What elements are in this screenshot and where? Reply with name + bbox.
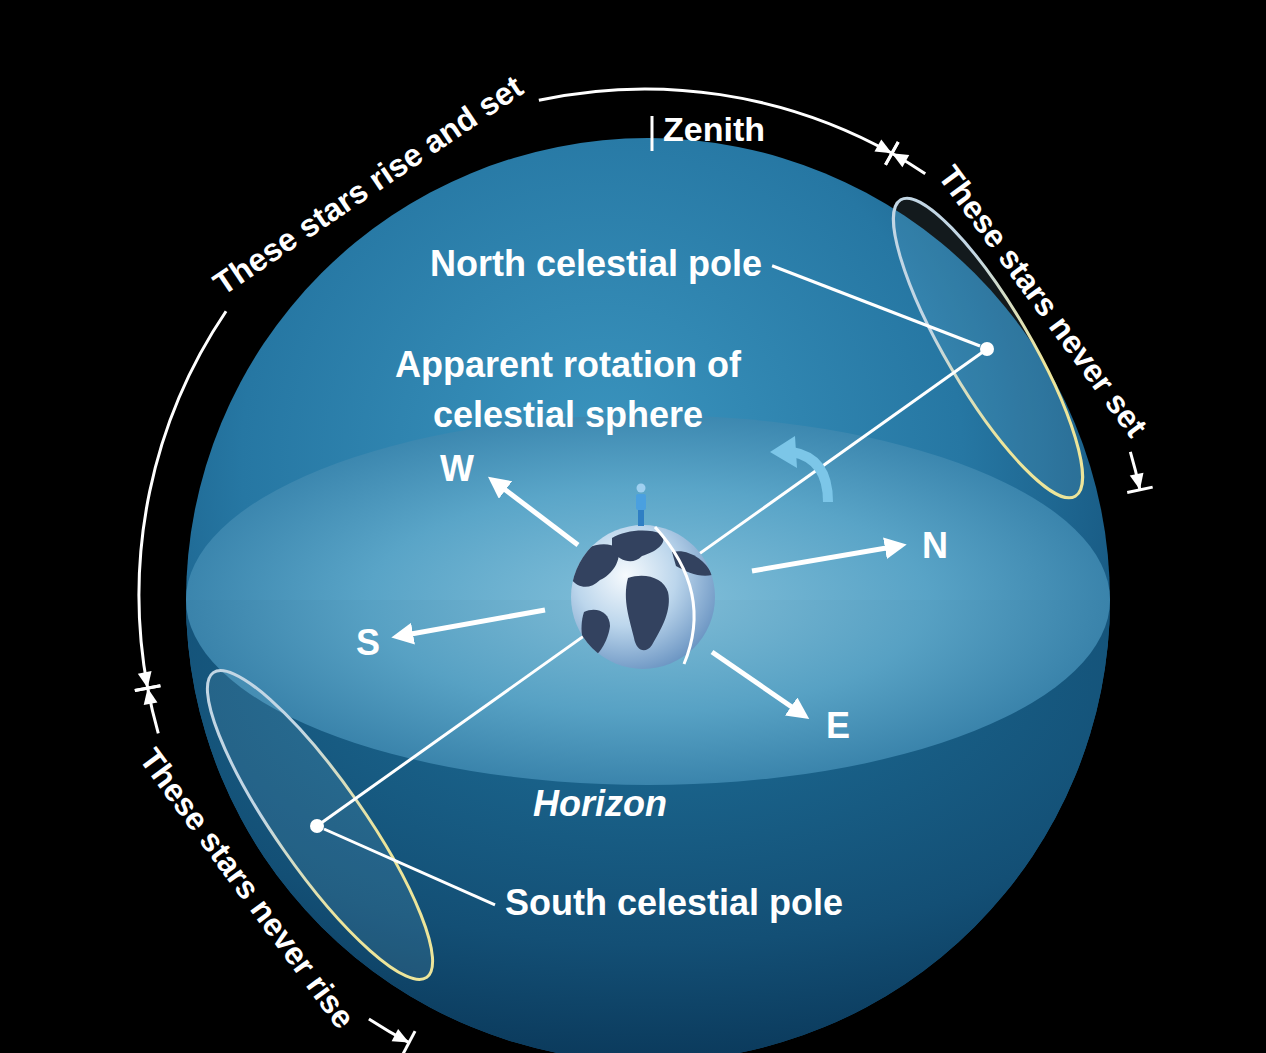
compass-arrow bbox=[712, 652, 802, 714]
bracket-tick bbox=[886, 142, 899, 165]
compass-arrow bbox=[495, 482, 578, 545]
bracket-arrowhead bbox=[874, 139, 891, 153]
rotation-label: Apparent rotation of celestial sphere bbox=[368, 340, 768, 440]
rotation-arrowhead bbox=[770, 436, 797, 468]
bracket-tick bbox=[403, 1031, 415, 1053]
bracket-arrowhead bbox=[144, 688, 158, 705]
bracket-tick bbox=[135, 686, 161, 691]
bracket-arrowhead bbox=[392, 1029, 409, 1043]
bracket-arrowhead bbox=[138, 671, 152, 688]
bracket-arc bbox=[139, 311, 226, 688]
bracket-arrowhead bbox=[892, 153, 909, 167]
direction-label: W bbox=[440, 448, 474, 489]
earth-globe bbox=[571, 525, 715, 669]
pole-label: South celestial pole bbox=[505, 882, 843, 923]
compass-arrow bbox=[752, 546, 898, 571]
pole-label: North celestial pole bbox=[430, 243, 762, 284]
compass-arrow bbox=[400, 610, 545, 636]
direction-label: N bbox=[922, 525, 948, 566]
direction-label: S bbox=[356, 622, 380, 663]
leader-line bbox=[772, 266, 980, 346]
bracket-label: These stars never set bbox=[931, 159, 1155, 444]
rotation-arrow bbox=[792, 452, 828, 502]
pole-dot bbox=[980, 342, 994, 356]
leader-line bbox=[324, 829, 495, 905]
bracket-arc bbox=[369, 1019, 409, 1043]
bracket-tick bbox=[886, 142, 899, 165]
bracket-tick bbox=[135, 686, 161, 691]
pole-dot bbox=[310, 819, 324, 833]
zenith-label: Zenith bbox=[663, 110, 765, 149]
bracket-arrowhead bbox=[1130, 473, 1144, 490]
direction-label: E bbox=[826, 705, 850, 746]
bracket-arc bbox=[539, 89, 892, 153]
bracket-tick bbox=[1127, 487, 1152, 492]
bracket-arc bbox=[892, 153, 925, 173]
observer-figure bbox=[636, 484, 646, 527]
bracket-label: These stars never rise bbox=[132, 741, 362, 1035]
meridian-line bbox=[655, 527, 694, 664]
horizon-label: Horizon bbox=[533, 783, 667, 824]
zenith-tick bbox=[651, 116, 654, 151]
horizon-plane bbox=[186, 415, 1110, 785]
